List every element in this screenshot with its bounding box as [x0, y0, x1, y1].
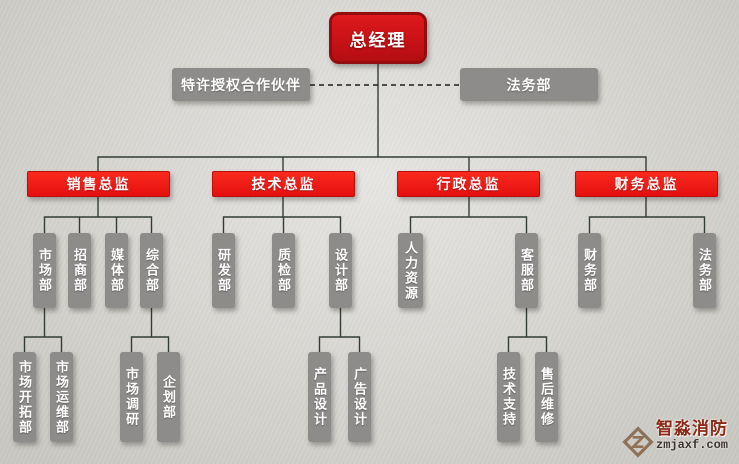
- node-franchise-partners: 特许授权合作伙伴: [172, 68, 310, 101]
- connector-sales-children: [43, 197, 153, 233]
- node-market-dept: 市场部: [33, 233, 56, 308]
- node-market-development: 市场开拓部: [13, 352, 36, 442]
- node-product-design: 产品设计: [308, 352, 331, 442]
- node-rnd-dept: 研发部: [212, 233, 235, 308]
- node-legal-dept-top: 法务部: [460, 68, 598, 101]
- node-general-dept: 综合部: [140, 233, 163, 308]
- connector-design-subs: [318, 308, 361, 352]
- node-qc-dept: 质检部: [272, 233, 295, 308]
- node-admin-director: 行政总监: [397, 171, 540, 197]
- node-finance-dept: 财务部: [578, 233, 601, 308]
- brand-diamond-icon: [622, 426, 654, 458]
- connector-tech-children: [222, 197, 342, 233]
- node-investment-dept: 招商部: [68, 233, 91, 308]
- node-hr-dept: 人力资源: [398, 233, 423, 308]
- watermark-brand: 智淼消防: [656, 419, 728, 438]
- watermark: 智淼消防 zmjaxf.com: [622, 419, 729, 458]
- watermark-site: zmjaxf.com: [656, 437, 729, 452]
- node-market-research: 市场调研: [120, 352, 143, 442]
- node-planning-dept: 企划部: [157, 352, 180, 442]
- node-ad-design: 广告设计: [348, 352, 371, 442]
- node-customer-service-dept: 客服部: [515, 233, 538, 308]
- node-tech-support: 技术支持: [497, 352, 520, 442]
- node-finance-director: 财务总监: [575, 171, 718, 197]
- node-general-manager: 总经理: [329, 12, 427, 64]
- connector-directors-rail: [97, 156, 647, 171]
- node-market-operations: 市场运维部: [50, 352, 73, 442]
- connector-market-subs: [23, 308, 63, 352]
- connector-service-subs: [507, 308, 548, 352]
- node-legal-dept: 法务部: [693, 233, 716, 308]
- connector-admin-children: [409, 197, 528, 233]
- node-after-sales-repair: 售后维修: [535, 352, 558, 442]
- node-media-dept: 媒体部: [105, 233, 128, 308]
- connector-finance-children: [588, 197, 706, 233]
- node-design-dept: 设计部: [329, 233, 352, 308]
- node-tech-director: 技术总监: [212, 171, 355, 197]
- node-sales-director: 销售总监: [27, 171, 170, 197]
- connector-general-subs: [130, 308, 170, 352]
